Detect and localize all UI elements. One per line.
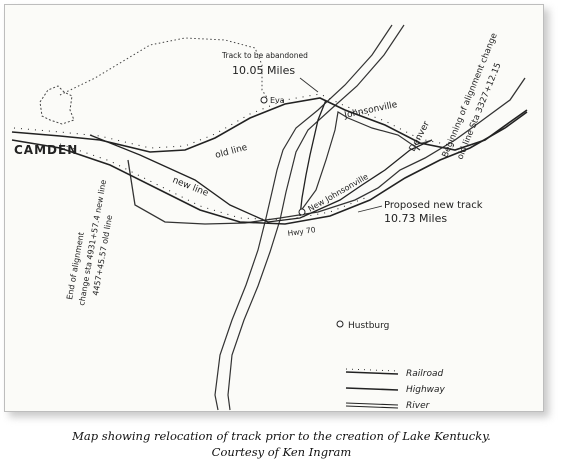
- johnsonville-label: Johnsonville: [343, 100, 399, 121]
- abandoned-note-label: Track to be abandoned: [221, 51, 308, 60]
- caption-line-1: Map showing relocation of track prior to…: [72, 429, 491, 443]
- legend-railroad-ties: [345, 368, 399, 372]
- proposed-miles-label: 10.73 Miles: [384, 212, 447, 225]
- old-line-railroad: [11, 97, 528, 153]
- camden-town-outline: [39, 85, 75, 125]
- eva-town-marker: [260, 96, 268, 104]
- denver-leader: [414, 139, 433, 146]
- legend-highway-label: Highway: [406, 385, 446, 395]
- new-line-label: new line: [171, 176, 210, 200]
- legend-railroad-label: Railroad: [406, 369, 443, 379]
- map-caption: Map showing relocation of track prior to…: [0, 428, 563, 460]
- river: [214, 24, 405, 411]
- eva-label: Eva: [270, 96, 285, 105]
- river-bank-right: [227, 24, 405, 411]
- lake-boundary: [127, 77, 526, 225]
- new-johnsonville-label: New Johnsonville: [307, 172, 370, 214]
- old-line-label: old line: [214, 143, 249, 161]
- denver-label: Denver: [408, 120, 432, 154]
- new-johnsonville-marker: [298, 208, 306, 216]
- proposed-note-leader: [357, 205, 383, 213]
- lake-boundary-east: [299, 111, 421, 213]
- legend-river-label: River: [406, 401, 431, 411]
- abandoned-miles-label: 10.05 Miles: [232, 64, 295, 77]
- abandoned-note-leader: [299, 77, 319, 93]
- highway: [89, 134, 433, 223]
- legend-railroad-symbol: [345, 371, 399, 375]
- legend-river-symbol-b: [345, 405, 399, 409]
- old-line-ties: [13, 93, 456, 149]
- map-frame: [4, 4, 544, 412]
- legend-highway-symbol: [345, 387, 399, 391]
- proposed-note-label: Proposed new track: [384, 200, 483, 211]
- hustburg-label: Hustburg: [348, 321, 389, 331]
- camden-label: CAMDEN: [14, 143, 78, 157]
- hustburg-marker: [336, 320, 344, 328]
- legend: Railroad Highway River: [345, 368, 446, 411]
- highway-east: [299, 99, 327, 217]
- river-bank-left: [214, 24, 393, 411]
- abandoned-track: [59, 37, 269, 100]
- new-line-railroad: [11, 111, 528, 225]
- legend-river-symbol-a: [345, 402, 399, 406]
- caption-line-2: Courtesy of Ken Ingram: [211, 445, 352, 459]
- relocation-map: CAMDEN Track to be abandoned 10.05 Miles…: [11, 24, 528, 411]
- highway-route-label: Hwy 70: [287, 225, 316, 238]
